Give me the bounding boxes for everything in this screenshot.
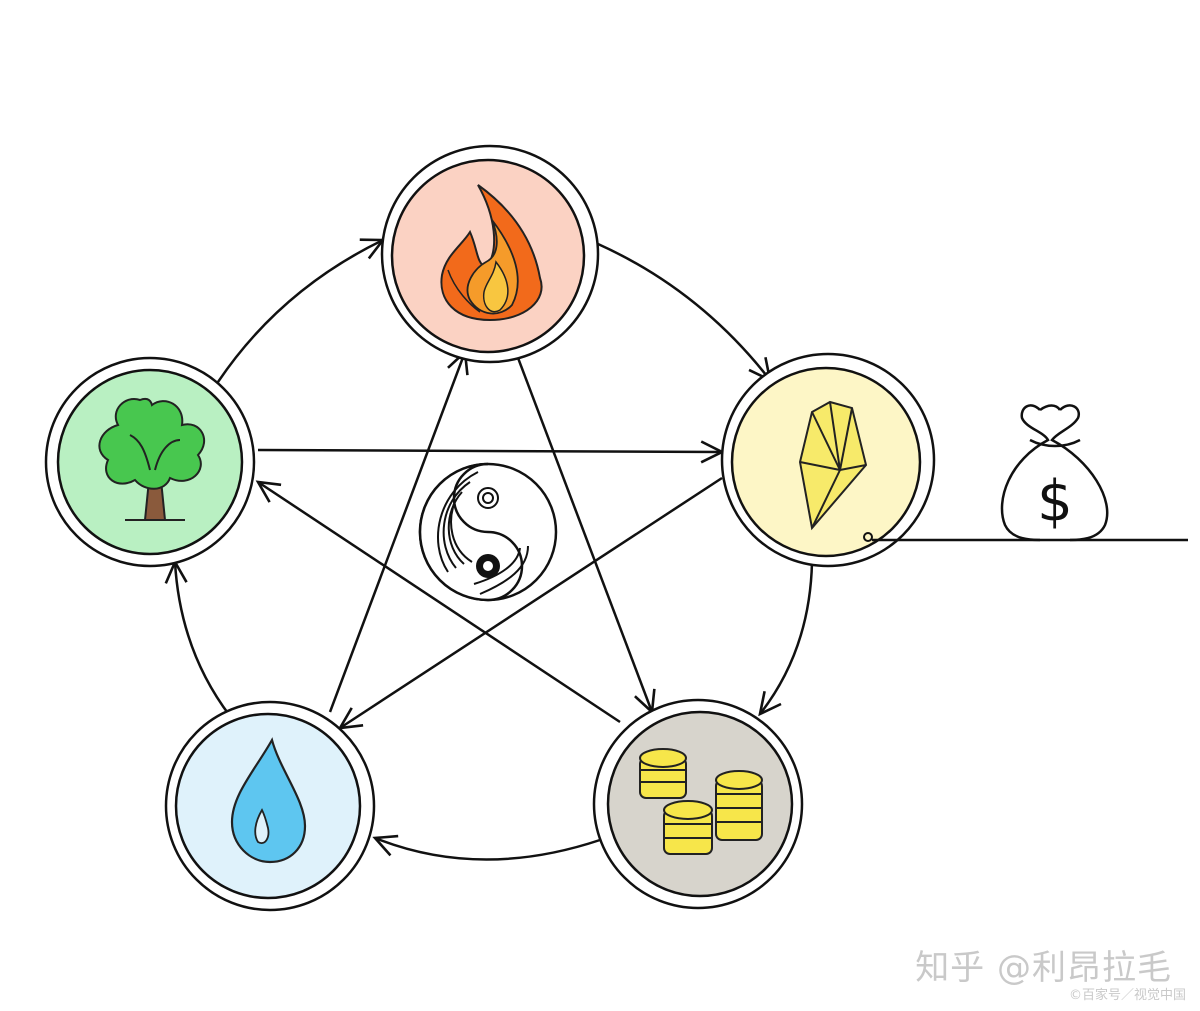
star-fire-to-earth bbox=[510, 341, 652, 712]
star-wood-to-metal bbox=[257, 450, 722, 452]
coins-icon bbox=[639, 748, 763, 855]
element-wood bbox=[44, 356, 256, 568]
tree-icon bbox=[98, 397, 205, 521]
element-water bbox=[164, 700, 376, 912]
money-bag-icon: $ bbox=[872, 404, 1188, 542]
arc-water-to-wood bbox=[175, 562, 231, 717]
star-earth-to-wood bbox=[258, 482, 621, 724]
svg-text:$: $ bbox=[1037, 469, 1073, 534]
element-fire bbox=[380, 144, 600, 364]
arc-earth-to-water bbox=[375, 838, 601, 861]
generating-cycle bbox=[175, 240, 814, 861]
star-metal-to-water bbox=[340, 476, 723, 728]
star-water-to-fire bbox=[328, 352, 465, 713]
element-earth bbox=[592, 698, 804, 910]
watermark-main: 知乎 @利昂拉毛 bbox=[915, 948, 1172, 988]
watermark-sub: ©百家号／视觉中国 bbox=[1068, 988, 1186, 1003]
flame-icon bbox=[440, 184, 543, 322]
arc-fire-to-metal bbox=[597, 242, 770, 380]
yin-yang-icon bbox=[418, 462, 558, 602]
crystal-icon bbox=[798, 400, 868, 531]
water-drop-icon bbox=[230, 737, 307, 864]
element-metal bbox=[720, 352, 936, 568]
arc-wood-to-fire bbox=[216, 240, 383, 383]
controlling-cycle bbox=[257, 341, 723, 728]
arc-metal-to-earth bbox=[760, 561, 814, 714]
